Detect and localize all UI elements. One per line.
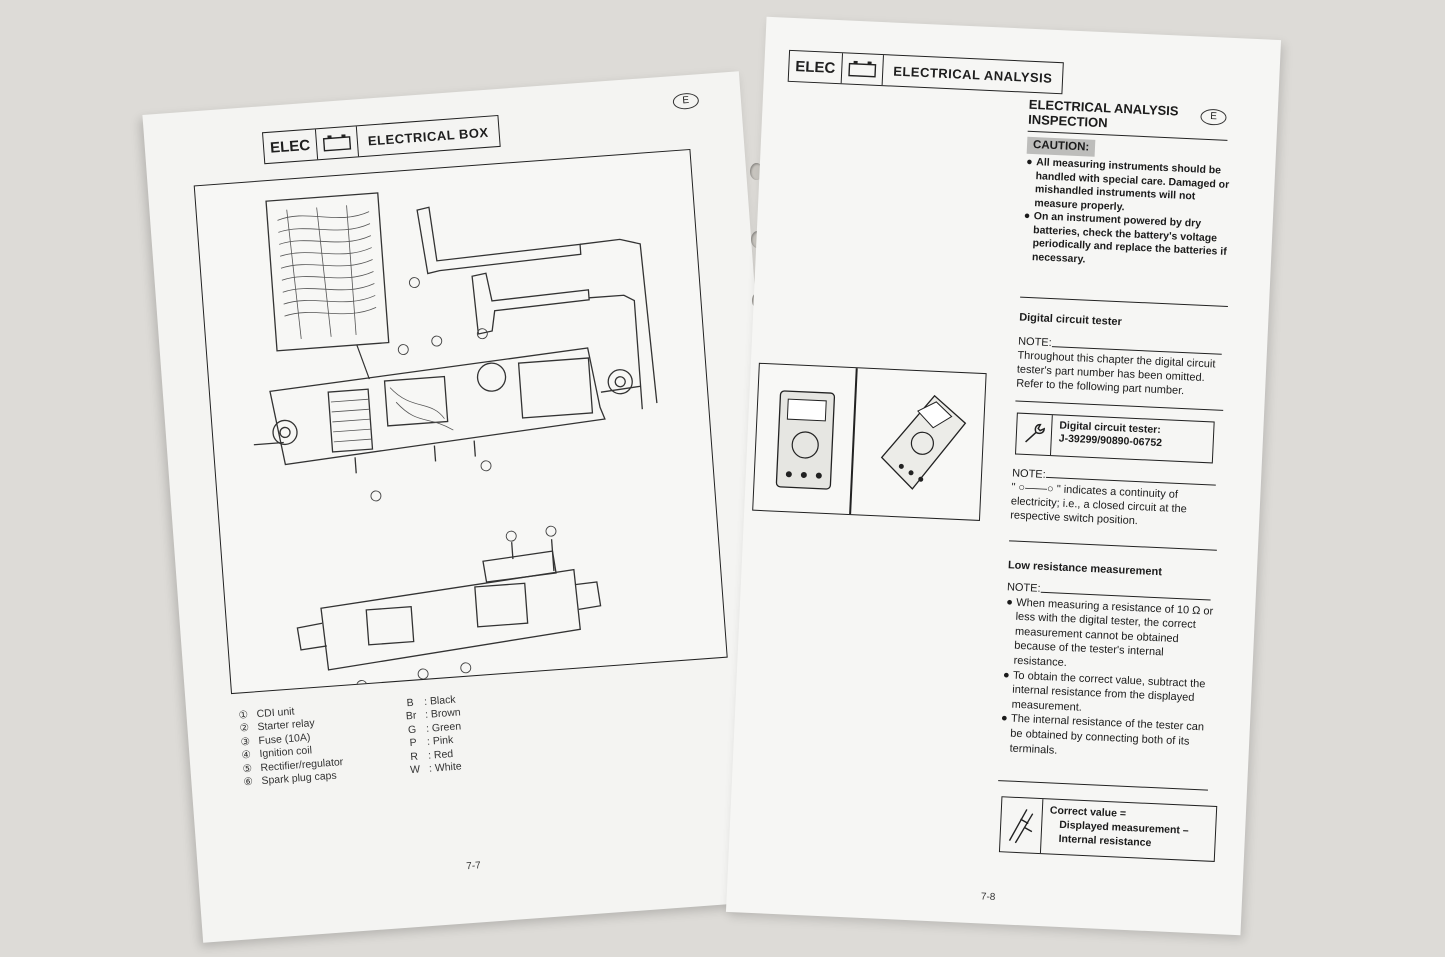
note-end-rule — [1009, 540, 1217, 551]
page-number: 7-8 — [980, 891, 996, 904]
caution-item: ●On an instrument powered by dry batteri… — [1023, 209, 1227, 265]
header-title: ELECTRICAL ANALYSIS — [892, 63, 1053, 86]
note-text: " ○——○ " indicates a continuity of elect… — [1009, 481, 1188, 528]
battery-icon — [841, 53, 884, 86]
low-res-item: ●The internal resistance of the tester c… — [1000, 712, 1205, 757]
right-page: ELEC ELECTRICAL ANALYSIS ELECTRICAL ANAL… — [725, 16, 1282, 936]
language-badge: E — [1200, 108, 1227, 126]
section-code: ELEC — [263, 129, 319, 164]
section-code: ELEC — [788, 50, 844, 84]
caution-item: ●All measuring instruments should be han… — [1026, 155, 1230, 213]
battery-icon — [315, 126, 360, 160]
caution-label: CAUTION: — [1026, 136, 1096, 157]
tool-label: Digital circuit tester: J-39299/90890-06… — [1058, 419, 1163, 450]
correct-value-formula: Correct value = Displayed measurement – … — [1049, 804, 1189, 850]
multimeter-angled-icon — [880, 394, 967, 490]
low-resistance-heading: Low resistance measurement — [1007, 559, 1163, 579]
special-tool-box: Digital circuit tester: J-39299/90890-06… — [1014, 412, 1215, 464]
page-number: 7-7 — [465, 860, 482, 873]
left-page: ELEC ELECTRICAL BOX E — [142, 71, 800, 943]
caution-block: CAUTION: ●All measuring instruments shou… — [1022, 136, 1236, 273]
wrench-icon — [1016, 413, 1053, 456]
digital-tester-illustration — [752, 362, 987, 521]
caution-rule — [1020, 296, 1228, 308]
right-section-header: ELEC ELECTRICAL ANALYSIS — [787, 49, 1065, 95]
section-heading: ELECTRICAL ANALYSIS INSPECTION — [1027, 96, 1179, 131]
note-end-rule — [1015, 400, 1224, 411]
low-res-item: ●When measuring a resistance of 10 Ω or … — [1006, 595, 1214, 670]
multimeter-front-icon — [775, 390, 836, 490]
note-block-3: NOTE: ●When measuring a resistance of 10… — [999, 580, 1219, 765]
language-badge: E — [672, 92, 700, 111]
note-block-2: NOTE: " ○——○ " indicates a continuity of… — [1010, 466, 1220, 531]
note-text: Throughout this chapter the digital circ… — [1015, 349, 1216, 398]
correct-value-box: Correct value = Displayed measurement – … — [998, 796, 1218, 862]
note-end-rule — [998, 780, 1208, 791]
wire-color-legend: B: Black Br: Brown G: Green P: Pink R: R… — [396, 693, 465, 778]
caliper-icon — [999, 797, 1044, 854]
note-block-1: NOTE: Throughout this chapter the digita… — [1016, 335, 1226, 400]
electrical-box-diagram — [193, 148, 728, 695]
digital-tester-heading: Digital circuit tester — [1018, 311, 1123, 329]
section-title: ELECTRICAL BOX — [367, 124, 490, 149]
left-section-header: ELEC ELECTRICAL BOX — [261, 114, 501, 165]
electrical-box-drawing — [253, 192, 658, 691]
